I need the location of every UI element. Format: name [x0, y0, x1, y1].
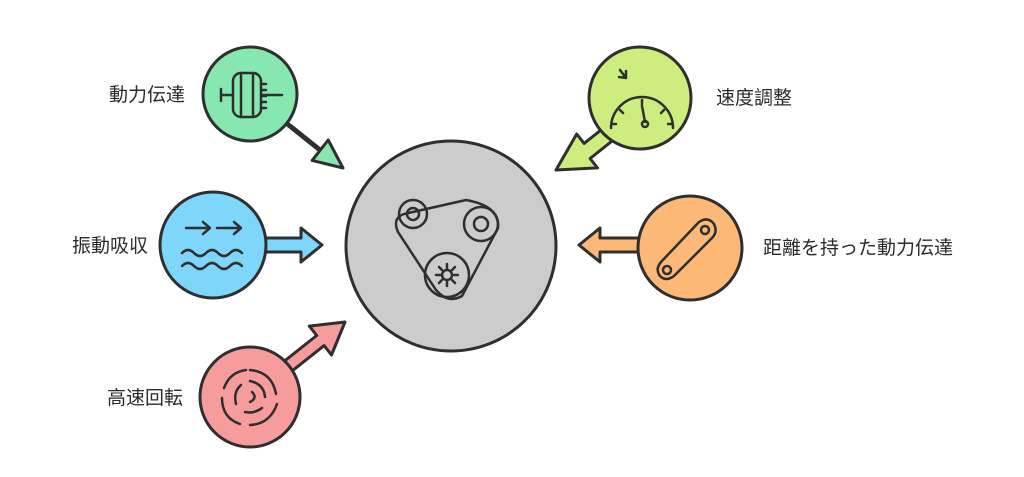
node-circle — [158, 190, 268, 300]
belt-link-icon — [656, 218, 717, 281]
node-circle — [201, 45, 299, 143]
drive-drum-icon — [219, 71, 284, 119]
node-label: 振動吸収 — [72, 235, 148, 257]
node-label: 高速回転 — [107, 387, 183, 409]
waves-arrows-icon — [180, 220, 244, 271]
node-label: 動力伝達 — [109, 84, 185, 106]
node-circle — [198, 345, 302, 449]
swirl-icon — [220, 368, 279, 427]
node-long-distance-transmission: 距離を持った動力伝達 — [636, 194, 953, 302]
node-label: 速度調整 — [716, 87, 792, 109]
node-circle — [636, 194, 744, 302]
node-vibration-absorption: 振動吸収 — [72, 190, 268, 300]
center-circle — [344, 139, 558, 353]
arrow-vibration-absorption — [262, 226, 324, 264]
node-label: 距離を持った動力伝達 — [763, 237, 953, 259]
belt-drive-pulleys-icon — [394, 198, 500, 301]
node-speed-adjustment: 速度調整 — [587, 45, 792, 151]
node-power-transmission: 動力伝達 — [109, 45, 299, 143]
center-node — [344, 139, 558, 353]
node-fill — [286, 122, 345, 170]
arrow-high-speed-rotation — [280, 320, 347, 375]
node-high-speed-rotation: 高速回転 — [107, 345, 302, 449]
speedometer-gauge-icon — [609, 68, 675, 130]
arrow-power-transmission — [286, 122, 345, 170]
